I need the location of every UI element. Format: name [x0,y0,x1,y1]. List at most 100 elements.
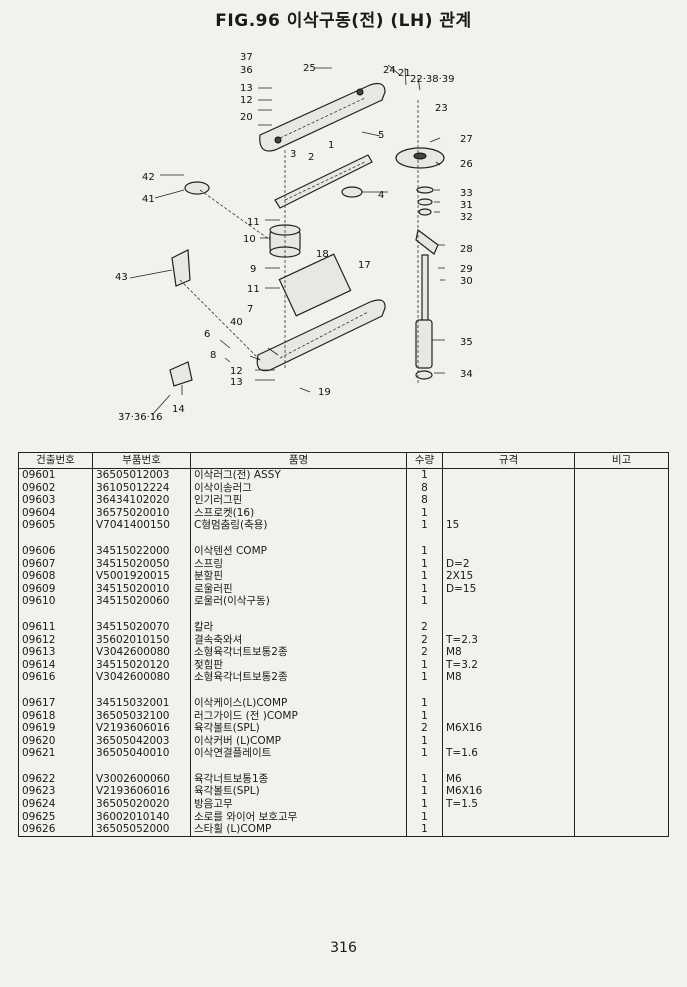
cell-qty: 1 [406,772,443,786]
cell-remarks [574,620,669,634]
cell-serial: 09604 [18,506,93,520]
cell-part-no: 36505042003 [92,734,191,748]
callout: 31 [460,200,473,211]
spacer-cell [92,683,191,697]
callout: 35 [460,337,473,348]
cell-serial: 09621 [18,747,93,760]
cell-remarks [574,544,669,558]
cell-serial: 09624 [18,798,93,811]
cell-remarks [574,747,669,760]
callout-numbers: 37 36 25 24 21 22·38·39 13 12 20 23 1 5 … [115,52,473,423]
callout: 22·38·39 [410,74,455,85]
cell-serial: 09601 [18,468,93,482]
callout: 37·36·16 [118,412,163,423]
callout: 29 [460,264,473,275]
spacer-cell [406,607,443,621]
spacer-cell [442,759,575,773]
callout: 8 [210,350,216,361]
callout: 42 [142,172,155,183]
cell-name: 소형육각너트보통2종 [190,671,407,684]
collar [184,181,210,195]
cell-serial: 09613 [18,646,93,659]
callout: 40 [230,317,243,328]
cell-serial: 09617 [18,696,93,710]
cell-qty: 1 [406,734,443,748]
cell-qty: 1 [406,823,443,837]
cell-qty: 2 [406,646,443,659]
spacer-cell [190,683,407,697]
col-header-remarks: 비고 [574,452,669,469]
cell-remarks [574,506,669,520]
callout: 30 [460,276,473,287]
spacer-cell [574,531,669,545]
cell-serial: 09616 [18,671,93,684]
callout: 11 [247,284,260,295]
cell-remarks [574,481,669,495]
shaft-assembly [415,186,439,380]
cell-qty: 2 [406,722,443,735]
cell-name: 이삭케이스(L)COMP [190,696,407,710]
callout: 33 [460,188,473,199]
callout: 37 [240,52,253,63]
cell-spec: T=1.5 [442,798,575,811]
cell-remarks [574,582,669,596]
cell-part-no: 34515020060 [92,595,191,608]
cell-qty: 1 [406,570,443,583]
group-spacer [18,531,669,545]
spacer-cell [574,759,669,773]
spacer-cell [190,531,407,545]
cell-remarks [574,595,669,608]
callout: 20 [240,112,253,123]
cell-serial: 09612 [18,633,93,647]
cell-part-no: V3042600080 [92,646,191,659]
spacer-cell [18,759,93,773]
cell-spec [442,494,575,507]
cell-name: 육각볼트(SPL) [190,785,407,799]
col-header-spec: 규격 [442,452,575,469]
spacer-cell [92,531,191,545]
cell-name: 젖힘판 [190,658,407,672]
cell-name: 이삭연결플레이트 [190,747,407,760]
cell-spec [442,734,575,748]
callout: 41 [142,194,155,205]
cell-qty: 1 [406,595,443,608]
cell-remarks [574,658,669,672]
cell-qty: 1 [406,557,443,571]
cell-part-no: V7041400150 [92,519,191,532]
cell-serial: 09608 [18,570,93,583]
spacer-cell [574,607,669,621]
cell-part-no: 36505052000 [92,823,191,837]
group-spacer [18,759,669,773]
cell-serial: 09605 [18,519,93,532]
cell-part-no: 34515020050 [92,557,191,571]
callout: 10 [243,234,256,245]
cell-remarks [574,633,669,647]
lug-chain-bar [274,154,373,209]
callout: 21 [398,68,411,79]
cell-remarks [574,709,669,723]
callout: 13 [230,377,243,388]
cell-name: 소형육각너트보통2종 [190,646,407,659]
cell-spec [442,620,575,634]
cell-part-no: 36002010140 [92,810,191,824]
cell-remarks [574,519,669,532]
cell-serial: 09619 [18,722,93,735]
cell-qty: 2 [406,633,443,647]
cell-serial: 09620 [18,734,93,748]
cell-remarks [574,823,669,837]
cell-serial: 09607 [18,557,93,571]
cell-name: 스프링 [190,557,407,571]
cell-serial: 09602 [18,481,93,495]
col-header-name: 품명 [190,452,407,469]
cell-part-no: 36505032100 [92,709,191,723]
cell-part-no: V2193606016 [92,785,191,799]
cell-part-no: 35602010150 [92,633,191,647]
